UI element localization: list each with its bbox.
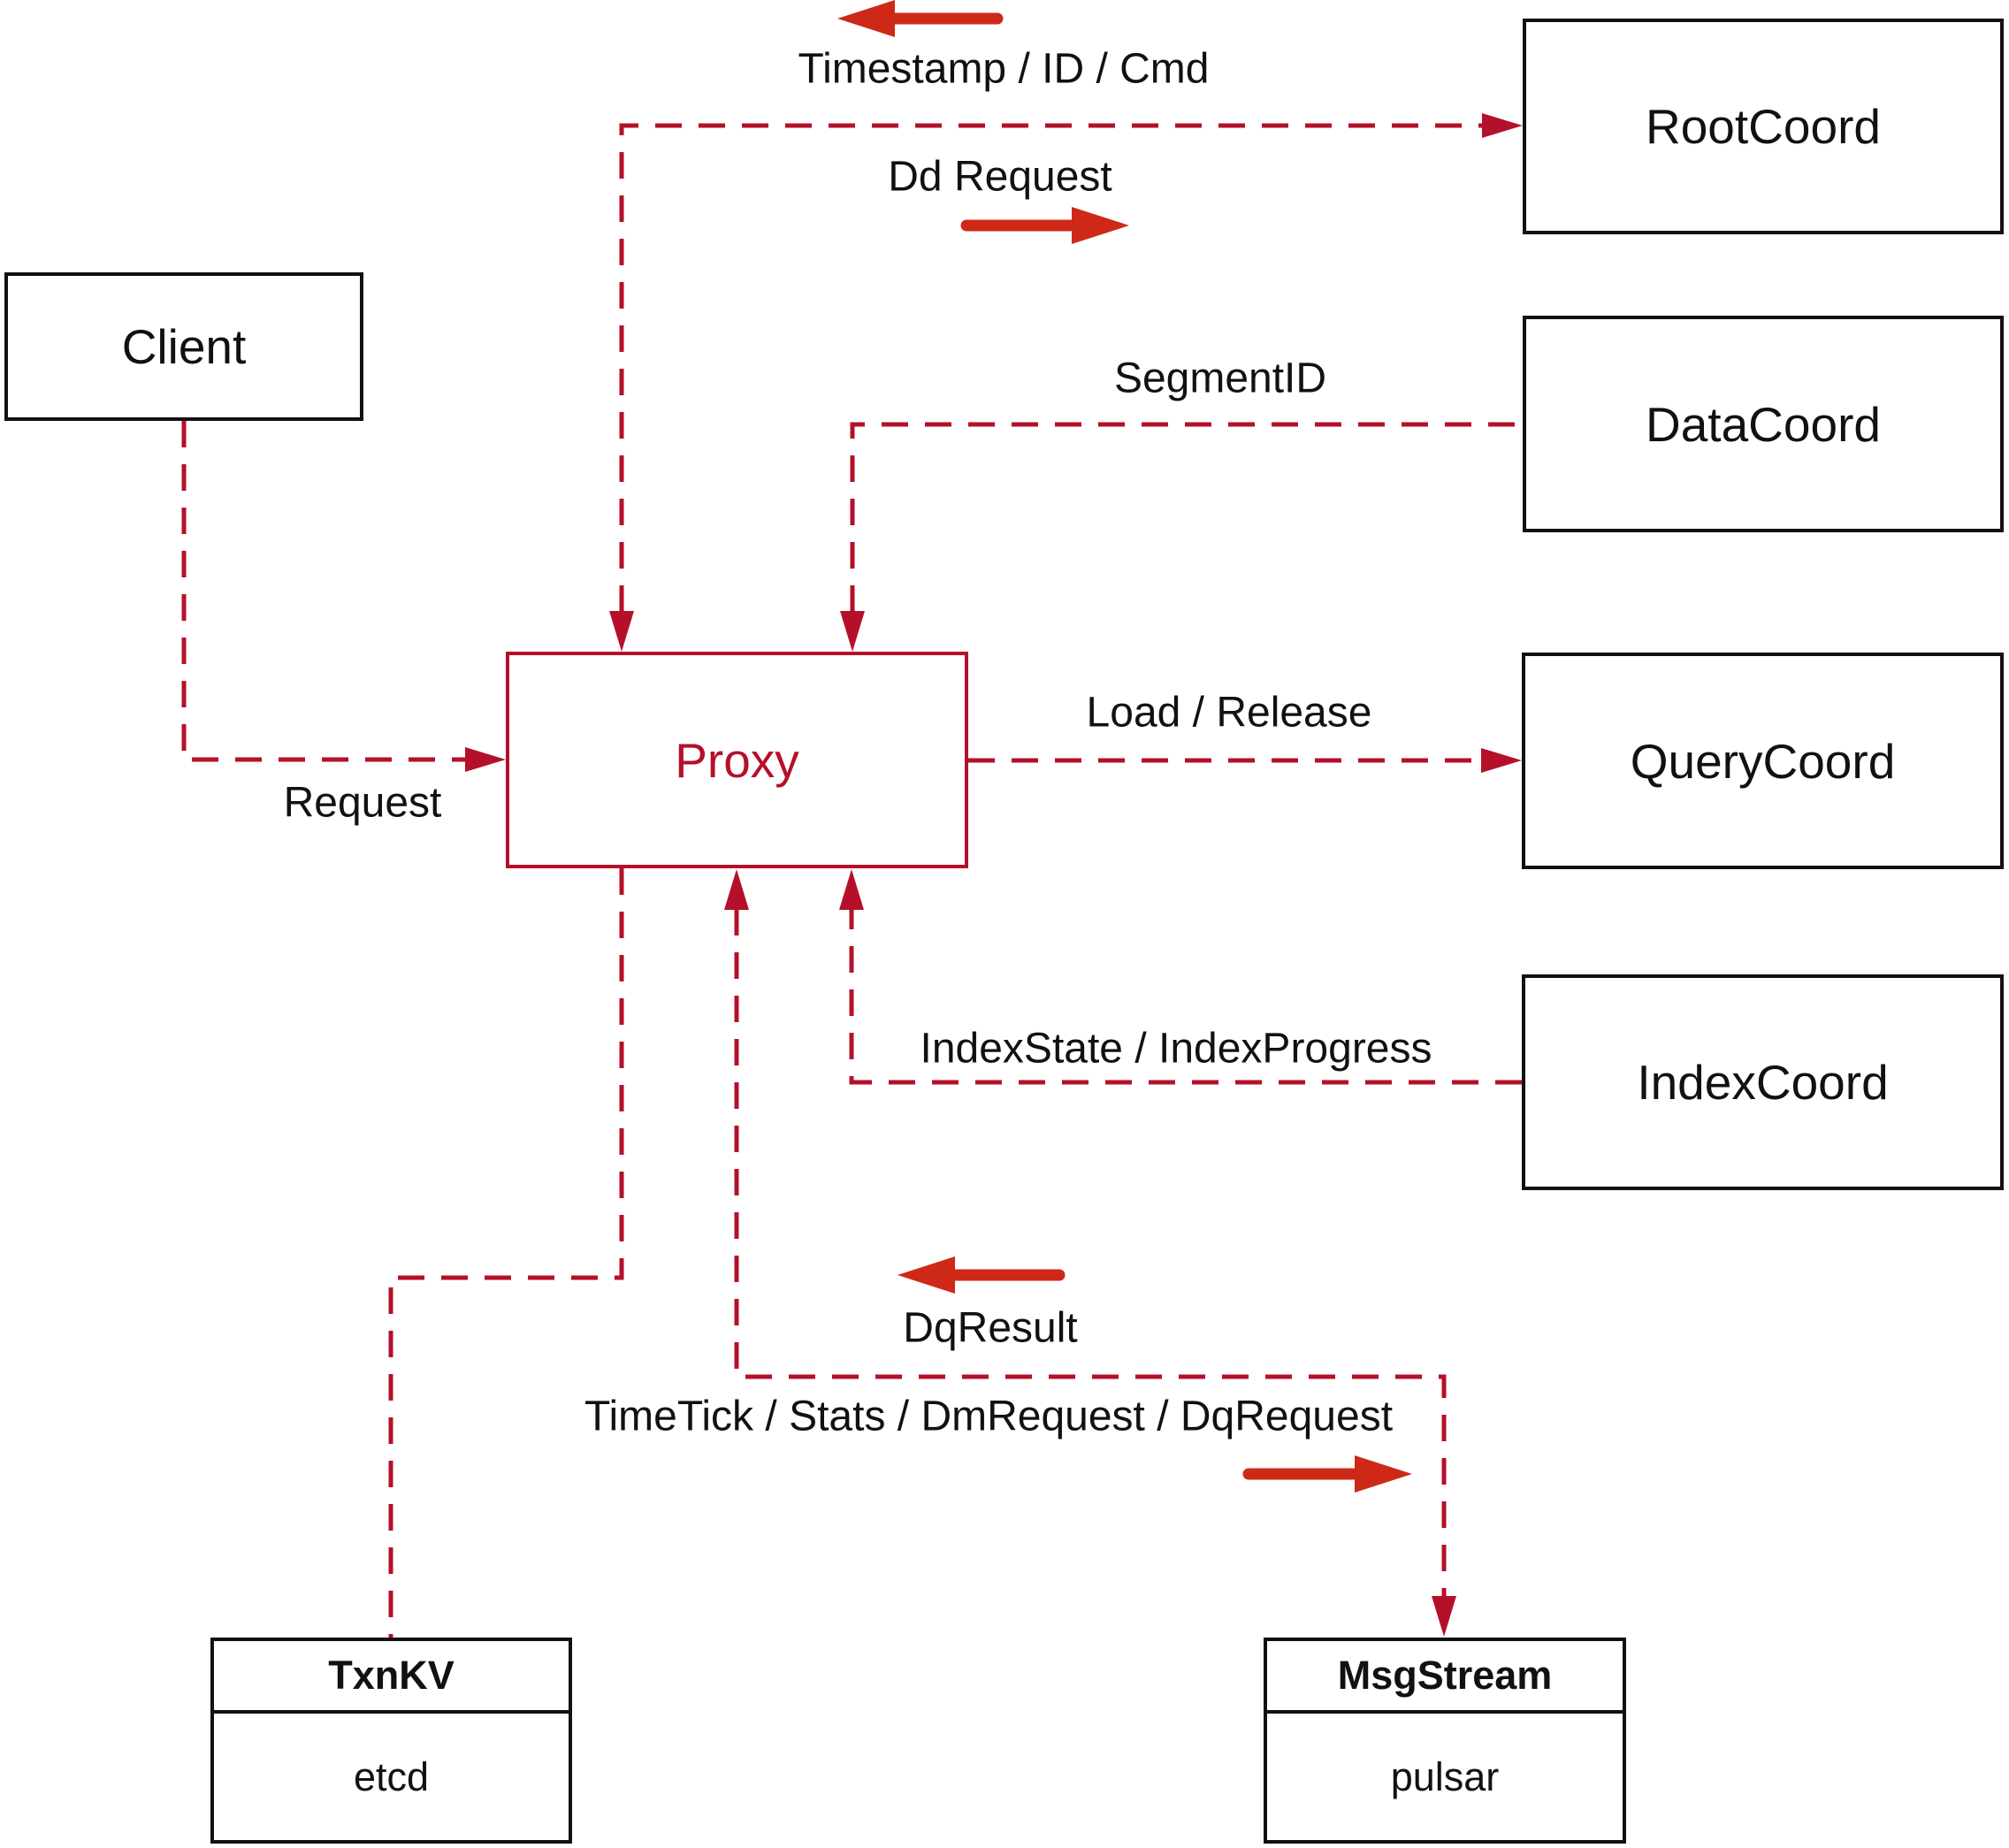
txnkv-title: TxnKV (214, 1641, 569, 1714)
arrowhead-right-into-rootcoord (1482, 113, 1523, 138)
arrowhead-down-into-msgstream (1432, 1596, 1456, 1637)
node-msgstream: MsgStream pulsar (1264, 1638, 1626, 1844)
edge-indexcoord-proxy (849, 909, 1522, 1085)
edge-proxy-rootcoord (619, 123, 1484, 612)
msgstream-title: MsgStream (1267, 1641, 1623, 1714)
edge-label-index-state: IndexState / IndexProgress (920, 1025, 1432, 1073)
edge-label-timestamp: Timestamp / ID / Cmd (798, 45, 1210, 93)
arrowhead-up-into-proxy-bottom-right (839, 869, 864, 910)
arrowhead-up-into-proxy-bottom-left (724, 869, 749, 910)
edge-label-load-release: Load / Release (1086, 689, 1372, 737)
msgstream-value: pulsar (1390, 1753, 1500, 1799)
arrowhead-down-into-proxy-top-left (609, 611, 634, 652)
arrowhead-down-into-proxy-top-right (840, 611, 865, 652)
node-proxy-label: Proxy (675, 732, 799, 788)
edge-label-request: Request (283, 779, 442, 827)
node-client: Client (4, 272, 363, 421)
edge-client-proxy (181, 421, 467, 762)
node-querycoord: QueryCoord (1522, 653, 2004, 869)
txnkv-value: etcd (353, 1753, 430, 1799)
node-datacoord: DataCoord (1523, 316, 2004, 532)
node-proxy: Proxy (506, 652, 968, 868)
edge-proxy-txnkv (388, 868, 624, 1638)
node-querycoord-label: QueryCoord (1630, 733, 1896, 789)
node-txnkv: TxnKV etcd (210, 1638, 572, 1844)
arrowhead-right-into-querycoord (1481, 748, 1522, 773)
edge-label-dq-result: DqResult (903, 1304, 1078, 1352)
node-datacoord-label: DataCoord (1646, 396, 1881, 452)
left-arrow-icon-dq-result (898, 1256, 1066, 1294)
node-indexcoord: IndexCoord (1522, 974, 2004, 1190)
arrowhead-right-into-proxy-left (465, 747, 506, 772)
node-rootcoord-label: RootCoord (1646, 99, 1881, 154)
edge-label-dd-request: Dd Request (888, 153, 1112, 201)
right-arrow-icon-dd-request (960, 207, 1129, 244)
right-arrow-icon-time-tick (1242, 1455, 1412, 1493)
edge-label-segment-id: SegmentID (1113, 355, 1327, 402)
node-client-label: Client (121, 319, 247, 374)
node-indexcoord-label: IndexCoord (1637, 1055, 1889, 1110)
left-arrow-icon-timestamp (837, 0, 1004, 37)
node-rootcoord: RootCoord (1523, 19, 2004, 234)
edge-proxy-msgstream (734, 909, 1447, 1598)
edge-label-time-tick: TimeTick / Stats / DmRequest / DqRequest (584, 1393, 1394, 1440)
edge-datacoord-proxy (850, 422, 1523, 612)
